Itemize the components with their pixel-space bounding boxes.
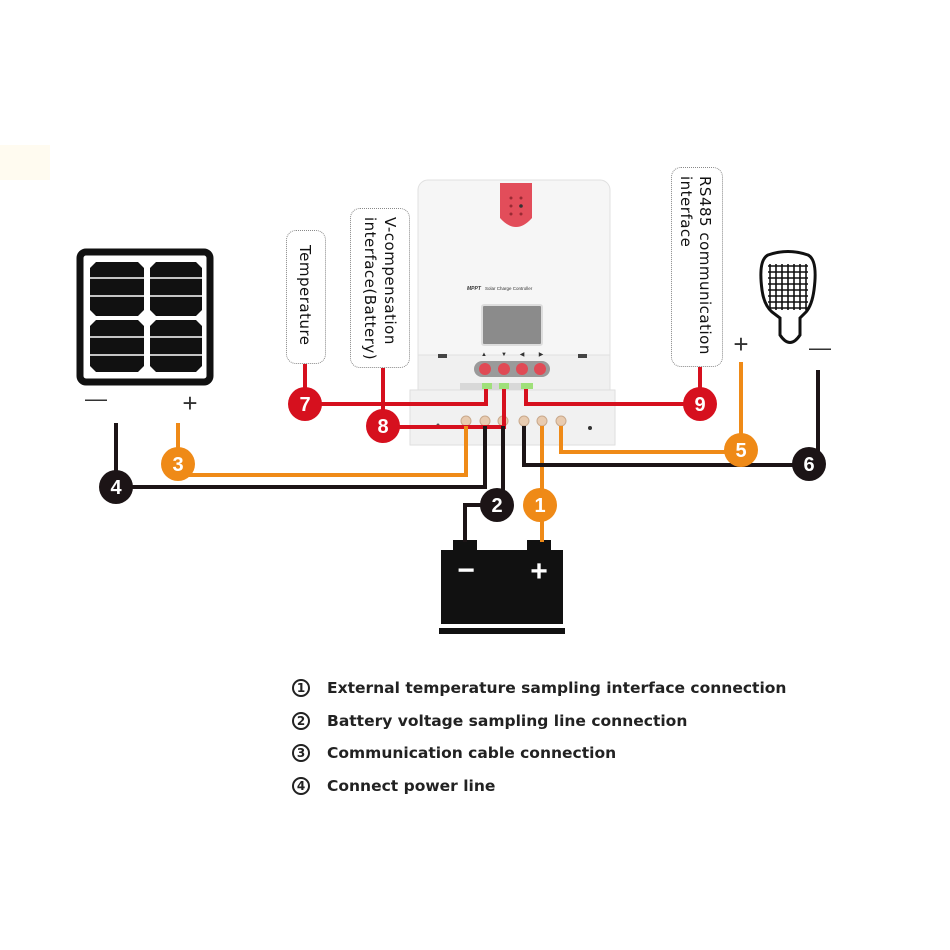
- left-tab: [438, 354, 447, 358]
- background-tint: [0, 145, 50, 180]
- svg-text:4: 4: [110, 477, 122, 499]
- rs485-port: [521, 383, 533, 389]
- badge-5: 5: [724, 433, 758, 467]
- badge-3: 3: [161, 447, 195, 481]
- legend: 1 External temperature sampling interfac…: [292, 672, 786, 802]
- wire-load-negative: [522, 370, 820, 467]
- lcd-screen: [481, 304, 543, 346]
- svg-text:9: 9: [694, 394, 705, 416]
- load-minus-symbol: —: [809, 335, 831, 360]
- legend-number: 4: [292, 776, 310, 795]
- button-strip: [474, 361, 550, 377]
- button-left[interactable]: [516, 363, 528, 375]
- legend-number: 1: [292, 679, 310, 698]
- wire-load-positive: [559, 362, 743, 454]
- wire-v-compensation: [381, 365, 506, 429]
- indicator-panel: [500, 183, 532, 227]
- solar-panel-icon: [76, 248, 214, 386]
- badge-7: 7: [288, 387, 322, 421]
- legend-number: 3: [292, 744, 310, 763]
- svg-text:5: 5: [735, 440, 746, 462]
- vcomp-port: [499, 383, 509, 389]
- solar-minus-symbol: —: [85, 386, 107, 411]
- badge-6: 6: [792, 447, 826, 481]
- legend-text: Connect power line: [327, 776, 496, 795]
- button-right[interactable]: [534, 363, 546, 375]
- arrow-up-label: ▲: [481, 352, 487, 358]
- legend-item: 1 External temperature sampling interfac…: [292, 672, 786, 705]
- button-up[interactable]: [479, 363, 491, 375]
- load-plus-symbol: +: [733, 329, 748, 359]
- legend-item: 3 Communication cable connection: [292, 737, 786, 770]
- battery-icon: [439, 540, 565, 634]
- wire-solar-negative: [114, 423, 487, 489]
- svg-text:1: 1: [534, 495, 545, 517]
- brand-label: MPPT: [467, 286, 482, 292]
- legend-item: 4 Connect power line: [292, 770, 786, 803]
- svg-text:8: 8: [377, 416, 388, 438]
- v-compensation-label-line1: V-compensation: [381, 217, 399, 345]
- street-light-icon: [759, 250, 817, 344]
- wire-rs485: [524, 365, 702, 406]
- legend-item: 2 Battery voltage sampling line connecti…: [292, 705, 786, 738]
- legend-text: Communication cable connection: [327, 744, 617, 763]
- battery-minus-symbol: −: [457, 554, 475, 587]
- badge-8: 8: [366, 409, 400, 443]
- badge-1: 1: [523, 488, 557, 522]
- legend-number: 2: [292, 711, 310, 730]
- legend-text: External temperature sampling interface …: [327, 679, 787, 698]
- solar-plus-symbol: +: [182, 388, 197, 418]
- svg-text:7: 7: [299, 394, 310, 416]
- temperature-callout: Temperature: [286, 230, 326, 364]
- svg-text:3: 3: [172, 454, 183, 476]
- v-compensation-label-line2: interface(Battery): [361, 217, 379, 361]
- legend-text: Battery voltage sampling line connection: [327, 711, 688, 730]
- v-compensation-callout: V-compensation interface(Battery): [350, 208, 410, 368]
- badge-2: 2: [480, 488, 514, 522]
- arrow-down-label: ▼: [501, 352, 507, 358]
- svg-text:6: 6: [803, 454, 814, 476]
- right-tab: [578, 354, 587, 358]
- rs485-label-line2: interface: [677, 176, 695, 248]
- badge-4: 4: [99, 470, 133, 504]
- charge-controller: MPPT Solar Charge Controller ▲ ▼ ◀ ▶: [409, 179, 616, 446]
- arrow-right-label: ▶: [539, 352, 544, 358]
- wire-temperature: [303, 360, 488, 406]
- arrow-left-label: ◀: [520, 352, 525, 358]
- svg-text:2: 2: [491, 495, 502, 517]
- badge-9: 9: [683, 387, 717, 421]
- rs485-label-line1: RS485 communication: [696, 176, 714, 355]
- battery-plus-symbol: +: [530, 555, 548, 588]
- temperature-label: Temperature: [296, 245, 314, 346]
- rs485-callout: RS485 communication interface: [671, 167, 723, 367]
- temp-port: [482, 383, 492, 389]
- button-down[interactable]: [498, 363, 510, 375]
- product-label: Solar Charge Controller: [485, 286, 533, 291]
